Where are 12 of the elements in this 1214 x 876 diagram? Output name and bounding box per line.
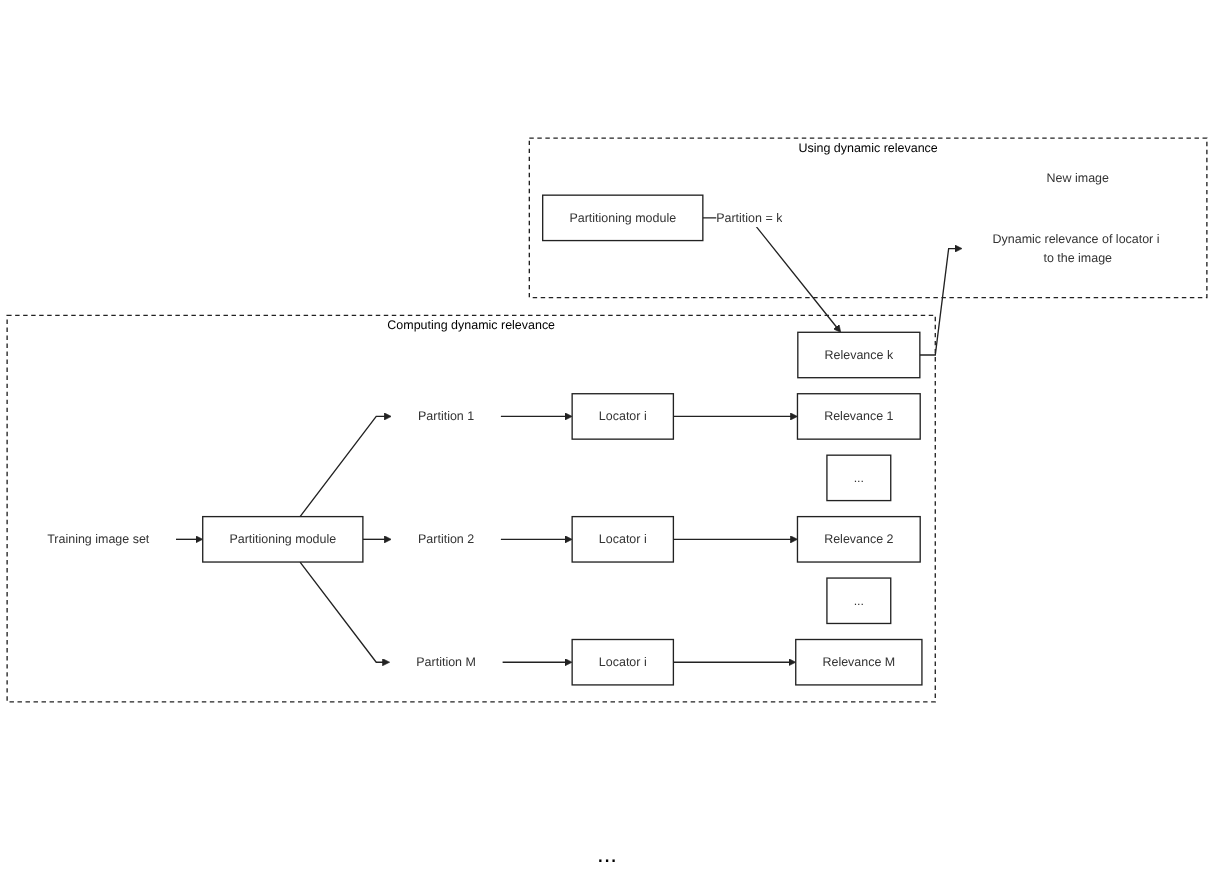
arrow (299, 412, 392, 518)
arrow (175, 535, 204, 544)
ellipsis-note: ... (596, 840, 617, 868)
arrow (672, 535, 798, 544)
arrow (299, 561, 390, 667)
arrow (919, 244, 963, 356)
arrow (500, 412, 573, 421)
arrow (362, 535, 392, 544)
arrow (501, 658, 573, 667)
arrow (672, 412, 798, 421)
arrow (500, 535, 573, 544)
arrow (672, 658, 797, 667)
